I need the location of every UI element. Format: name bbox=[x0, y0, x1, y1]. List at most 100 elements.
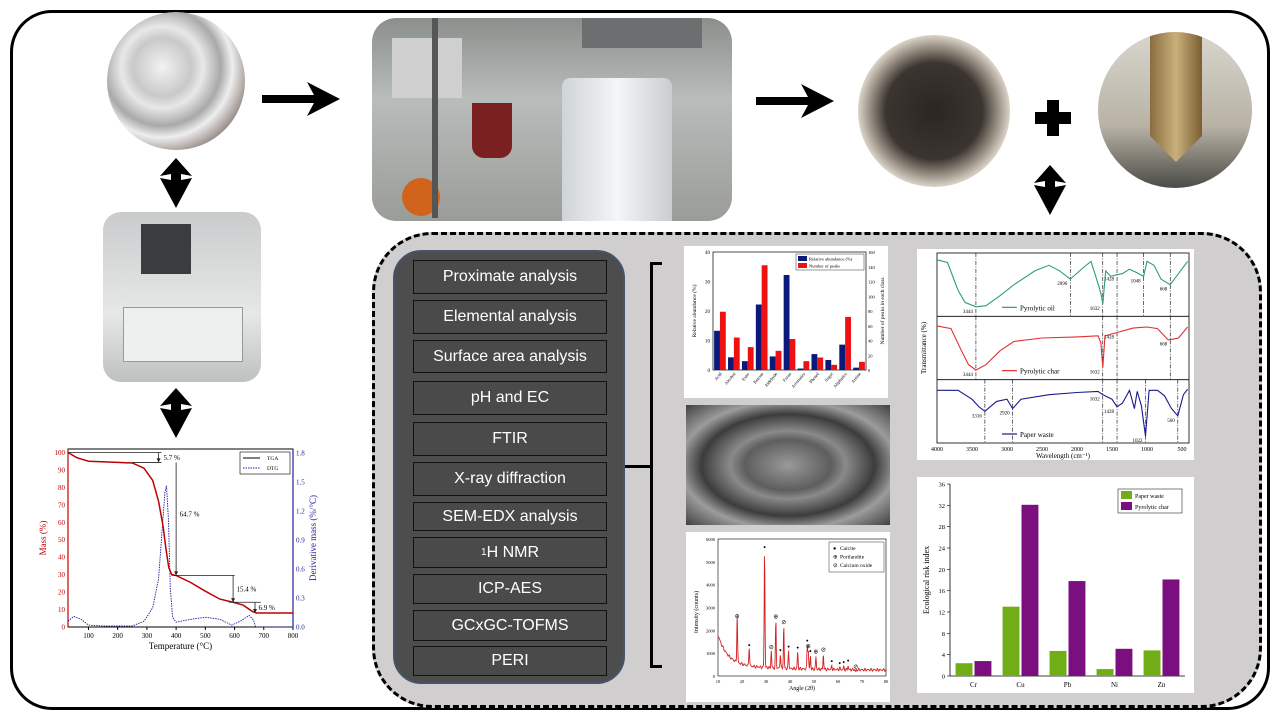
x-tick-label: 70 bbox=[860, 679, 865, 684]
tga-instrument-photo bbox=[103, 212, 261, 382]
band-label: 1022 bbox=[1132, 439, 1143, 444]
peak-marker-calcite: ● bbox=[847, 658, 850, 663]
analysis-label: FTIR bbox=[492, 430, 528, 447]
y2-tick-label: 160 bbox=[868, 250, 876, 255]
x-tick-label: 50 bbox=[812, 679, 817, 684]
y2-tick-label: 0.9 bbox=[296, 536, 305, 544]
peak-marker-portlandite: ⊕ bbox=[813, 650, 818, 656]
bar-relative-abundance bbox=[825, 359, 832, 370]
annotation-label: 64.7 % bbox=[180, 511, 200, 519]
bar-relative-abundance bbox=[741, 361, 748, 370]
annotation-arrow bbox=[231, 598, 236, 603]
bar-paper-waste bbox=[955, 663, 973, 676]
y-tick-label: 0 bbox=[713, 674, 716, 679]
y2-tick-label: 1.5 bbox=[296, 478, 305, 486]
y-tick-label: 50 bbox=[58, 536, 66, 544]
x-tick-label: 1000 bbox=[1141, 447, 1153, 453]
band-label: 668 bbox=[1160, 343, 1168, 348]
band-label: 2920 bbox=[1000, 412, 1011, 417]
bar-number-of-peaks bbox=[789, 339, 796, 370]
peak-marker-calcite: ● bbox=[779, 647, 782, 652]
y-tick-label: 30 bbox=[58, 571, 66, 579]
y-tick-label: 30 bbox=[705, 281, 711, 286]
bracket-connector bbox=[625, 465, 651, 468]
y2-tick-label: 1.2 bbox=[296, 507, 305, 515]
category-label: Zn bbox=[1158, 681, 1166, 689]
legend-label: Paper waste bbox=[1020, 431, 1054, 439]
analysis-label: X-ray diffraction bbox=[454, 470, 566, 487]
pyrolytic-oil-photo bbox=[1098, 32, 1252, 188]
ftir-line-1 bbox=[936, 325, 1189, 371]
x-tick-label: 4000 bbox=[931, 447, 943, 453]
y-tick-label: 0 bbox=[942, 674, 945, 681]
peak-marker-calcium-oxide: ⊘ bbox=[769, 645, 774, 651]
peak-marker-portlandite: ⊕ bbox=[806, 644, 811, 650]
band-label: 1048 bbox=[1131, 279, 1142, 284]
legend-swatch bbox=[1121, 491, 1132, 499]
band-label: 1632 bbox=[1090, 370, 1101, 375]
category-label: Pb bbox=[1064, 681, 1072, 689]
peak-marker-calcite: ● bbox=[830, 659, 833, 664]
analysis-label: PERI bbox=[491, 652, 529, 669]
y-tick-label: 80 bbox=[58, 484, 66, 492]
bar-relative-abundance bbox=[714, 330, 720, 370]
analysis-label: SEM-EDX analysis bbox=[442, 507, 578, 525]
legend-label: Calcium oxide bbox=[840, 563, 873, 569]
y2-tick-label: 0.6 bbox=[296, 565, 305, 573]
legend-label: Portlandite bbox=[840, 555, 865, 561]
analysis-label: ICP-AES bbox=[477, 580, 542, 597]
pyrolysis-setup-photo bbox=[372, 18, 732, 221]
legend bbox=[795, 253, 865, 271]
y-tick-label: 0 bbox=[708, 369, 711, 374]
y-tick-label: 40 bbox=[58, 554, 66, 562]
ftir-line-2 bbox=[937, 388, 1189, 437]
plus-icon bbox=[1035, 100, 1071, 136]
category-label: Aromatics bbox=[790, 371, 806, 389]
x-tick-label: 500 bbox=[1178, 447, 1187, 453]
x-axis-label: Wavelength (cm⁻¹) bbox=[1036, 452, 1091, 460]
sem-image bbox=[686, 405, 890, 525]
legend-label: Calcite bbox=[840, 546, 856, 552]
bar-number-of-peaks bbox=[775, 350, 782, 370]
legend-label: Pyrolytic oil bbox=[1020, 304, 1055, 312]
bar-paper-waste bbox=[1002, 606, 1020, 676]
legend-symbol: ● bbox=[833, 546, 836, 552]
band-label: 1632 bbox=[1090, 398, 1101, 403]
bar-pyrolytic-char bbox=[1115, 648, 1133, 676]
x-tick-label: 3000 bbox=[1001, 447, 1013, 453]
y-tick-label: 36 bbox=[939, 482, 946, 489]
y-tick-label: 10 bbox=[705, 340, 711, 345]
bar-number-of-peaks bbox=[859, 361, 865, 370]
plot-frame bbox=[717, 538, 887, 677]
y2-tick-label: 60 bbox=[868, 324, 873, 329]
bar-number-of-peaks bbox=[845, 316, 851, 370]
legend-label: Relative abundance (%) bbox=[809, 257, 853, 262]
analysis-item-elemental: Elemental analysis bbox=[413, 300, 607, 334]
graphical-abstract-frame bbox=[10, 10, 1270, 710]
nmr-superscript: 1 bbox=[481, 547, 487, 558]
band-label: 1632 bbox=[1090, 307, 1101, 312]
annotation-label: 5.7 % bbox=[164, 454, 181, 462]
y-tick-label: 70 bbox=[58, 501, 66, 509]
legend bbox=[239, 451, 291, 475]
y-tick-label: 20 bbox=[939, 567, 946, 574]
analysis-item-surface-area: Surface area analysis bbox=[413, 340, 607, 373]
x-tick-label: 500 bbox=[200, 632, 211, 640]
x-tick-label: 100 bbox=[83, 632, 94, 640]
analysis-item-icp-aes: ICP-AES bbox=[413, 574, 607, 604]
bar-relative-abundance bbox=[797, 368, 804, 370]
x-tick-label: 40 bbox=[788, 679, 793, 684]
peak-marker-calcite: ● bbox=[787, 644, 790, 649]
x-axis-label: Temperature (°C) bbox=[149, 641, 212, 651]
band-label: 668 bbox=[1160, 288, 1168, 293]
x-tick-label: 2000 bbox=[1071, 447, 1083, 453]
analysis-item-ftir: FTIR bbox=[413, 422, 607, 456]
bar-pyrolytic-char bbox=[1021, 504, 1039, 676]
y-axis-label: Relative abundance (%) bbox=[691, 284, 698, 337]
band-label: 2096 bbox=[1057, 282, 1068, 287]
legend-swatch bbox=[798, 256, 807, 261]
y-tick-label: 0 bbox=[62, 624, 66, 632]
